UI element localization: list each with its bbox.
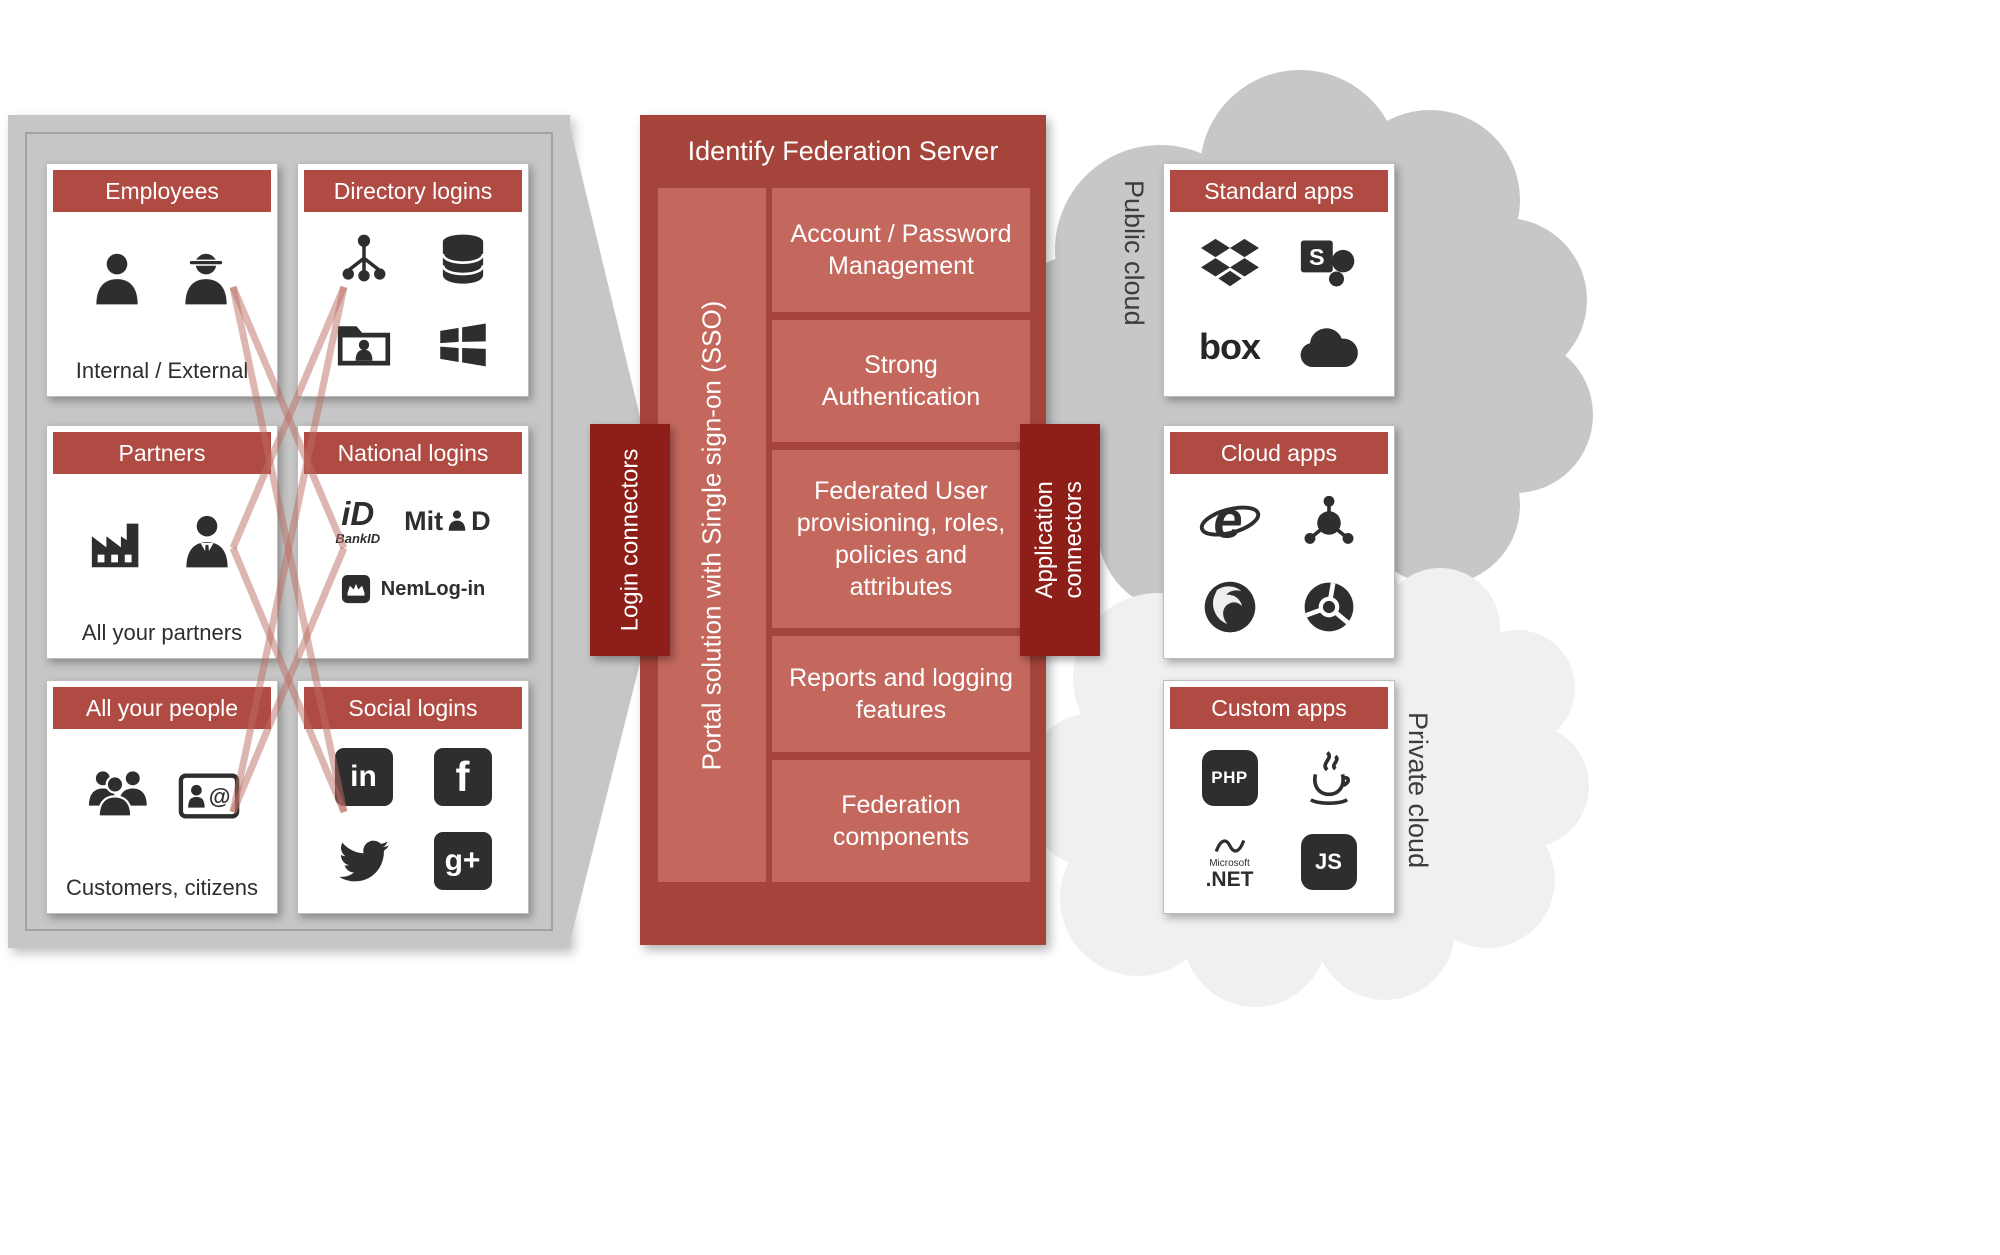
application-connectors-tab: Application connectors: [1020, 424, 1100, 656]
googleplus-icon: g+: [433, 832, 492, 890]
svg-text:@: @: [209, 784, 231, 809]
box-logo: box: [1198, 326, 1261, 367]
partners-icons: [47, 512, 277, 574]
bankid-word: BankID: [335, 531, 381, 546]
sso-label: Portal solution with Single sign-on (SSO…: [696, 300, 727, 770]
mitid-mark: D: [471, 505, 491, 536]
social-logins-box: Social logins in f g+: [297, 680, 529, 914]
facebook-icon: f: [433, 748, 492, 806]
module-strong-authentication: Strong Authentication: [772, 320, 1030, 442]
application-connectors-label: Application connectors: [1031, 481, 1088, 599]
private-cloud-label: Private cloud: [1403, 712, 1433, 869]
facebook-label: f: [455, 753, 470, 800]
sharepoint-icon: S: [1300, 240, 1354, 287]
national-logins-row2: NemLog-in: [298, 574, 528, 604]
construction-worker-icon: [185, 253, 227, 305]
module-account-password-management: Account / Password Management: [772, 188, 1030, 312]
employees-caption: Internal / External: [75, 358, 249, 383]
twitter-icon: [338, 840, 389, 882]
php-label: PHP: [1211, 768, 1248, 787]
onedrive-icon: [1300, 328, 1358, 367]
module-federated-user-provisioning: Federated User provisioning, roles, poli…: [772, 450, 1030, 628]
dotnet-wave-icon: [1214, 839, 1245, 852]
linkedin-label: in: [350, 760, 377, 793]
dotnet-logo: Microsoft .NET: [1205, 835, 1254, 891]
directory-logins-box: Directory logins: [297, 163, 529, 397]
svg-text:e: e: [1213, 492, 1242, 550]
people-group-icon: [88, 771, 147, 818]
all-your-people-icons: @: [47, 767, 277, 825]
employees-icons: [47, 250, 277, 310]
partners-box: Partners All your partners: [46, 425, 278, 659]
standard-apps-icons: S box: [1180, 218, 1378, 386]
social-logins-header: Social logins: [304, 687, 522, 729]
partners-caption: All your partners: [81, 620, 243, 645]
windows-icon: [439, 323, 486, 367]
dropbox-icon: [1200, 238, 1259, 287]
national-logins-row1: iD BankID Mit D: [298, 488, 528, 554]
modules-column: Account / Password Management Strong Aut…: [772, 188, 1030, 882]
sso-strip: Portal solution with Single sign-on (SSO…: [658, 188, 766, 882]
cloud-apps-header: Cloud apps: [1170, 432, 1388, 474]
login-connectors-label: Login connectors: [616, 448, 644, 632]
panel-title: Identify Federation Server: [687, 136, 999, 166]
cloud-apps-box: Cloud apps e: [1163, 425, 1395, 659]
national-logins-box: National logins iD BankID Mit D NemLog-i…: [297, 425, 529, 659]
javascript-icon: JS: [1300, 834, 1357, 890]
module-reports-logging: Reports and logging features: [772, 636, 1030, 752]
chrome-icon: [1304, 582, 1353, 631]
identity-sources-panel-border: [25, 132, 553, 931]
mitid-person-icon: [448, 510, 466, 531]
directory-logins-icons: [314, 218, 512, 386]
microsoft-label: Microsoft: [1209, 857, 1250, 869]
svg-text:S: S: [1309, 244, 1325, 270]
folder-user-icon: [337, 326, 390, 366]
bankid-mark: iD: [341, 495, 375, 532]
nemlogin-crown-icon: [341, 574, 370, 604]
java-icon: [1309, 751, 1350, 805]
user-icon: [96, 253, 138, 305]
factory-icon: [91, 523, 139, 568]
standard-apps-box: Standard apps S box: [1163, 163, 1395, 397]
network-globe-icon: [1304, 495, 1353, 544]
businessman-icon: [186, 515, 228, 568]
standard-apps-header: Standard apps: [1170, 170, 1388, 212]
directory-logins-header: Directory logins: [304, 170, 522, 212]
custom-apps-box: Custom apps PHP Microsoft .NET JS: [1163, 680, 1395, 914]
all-your-people-header: All your people: [53, 687, 271, 729]
identify-federation-server-panel: Identify Federation Server Portal soluti…: [640, 115, 1046, 945]
all-your-people-caption: Customers, citizens: [66, 875, 258, 900]
database-icon: [441, 234, 484, 284]
contact-card-icon: @: [178, 773, 240, 819]
bankid-logo: iD BankID: [335, 497, 380, 545]
custom-apps-header: Custom apps: [1170, 687, 1388, 729]
cloud-apps-icons: e: [1180, 480, 1378, 648]
mitid-word: Mit: [404, 505, 444, 536]
social-logins-icons: in f g+: [314, 735, 512, 903]
mitid-logo: Mit D: [404, 506, 490, 537]
dotnet-label: .NET: [1205, 867, 1254, 891]
firefox-icon: [1204, 581, 1255, 632]
internet-explorer-icon: e: [1199, 492, 1260, 550]
linkedin-icon: in: [334, 748, 393, 806]
sitemap-icon: [342, 234, 385, 282]
employees-box: Employees Internal / External: [46, 163, 278, 397]
javascript-label: JS: [1315, 849, 1342, 874]
partners-header: Partners: [53, 432, 271, 474]
custom-apps-icons: PHP Microsoft .NET JS: [1180, 735, 1378, 903]
php-icon: PHP: [1201, 750, 1258, 806]
login-connectors-tab: Login connectors: [590, 424, 670, 656]
national-logins-header: National logins: [304, 432, 522, 474]
all-your-people-box: All your people @ Customers, citizens: [46, 680, 278, 914]
public-cloud-label: Public cloud: [1119, 180, 1149, 326]
module-federation-components: Federation components: [772, 760, 1030, 882]
nemlogin-word: NemLog-in: [380, 577, 486, 600]
googleplus-label: g+: [444, 844, 481, 877]
employees-header: Employees: [53, 170, 271, 212]
